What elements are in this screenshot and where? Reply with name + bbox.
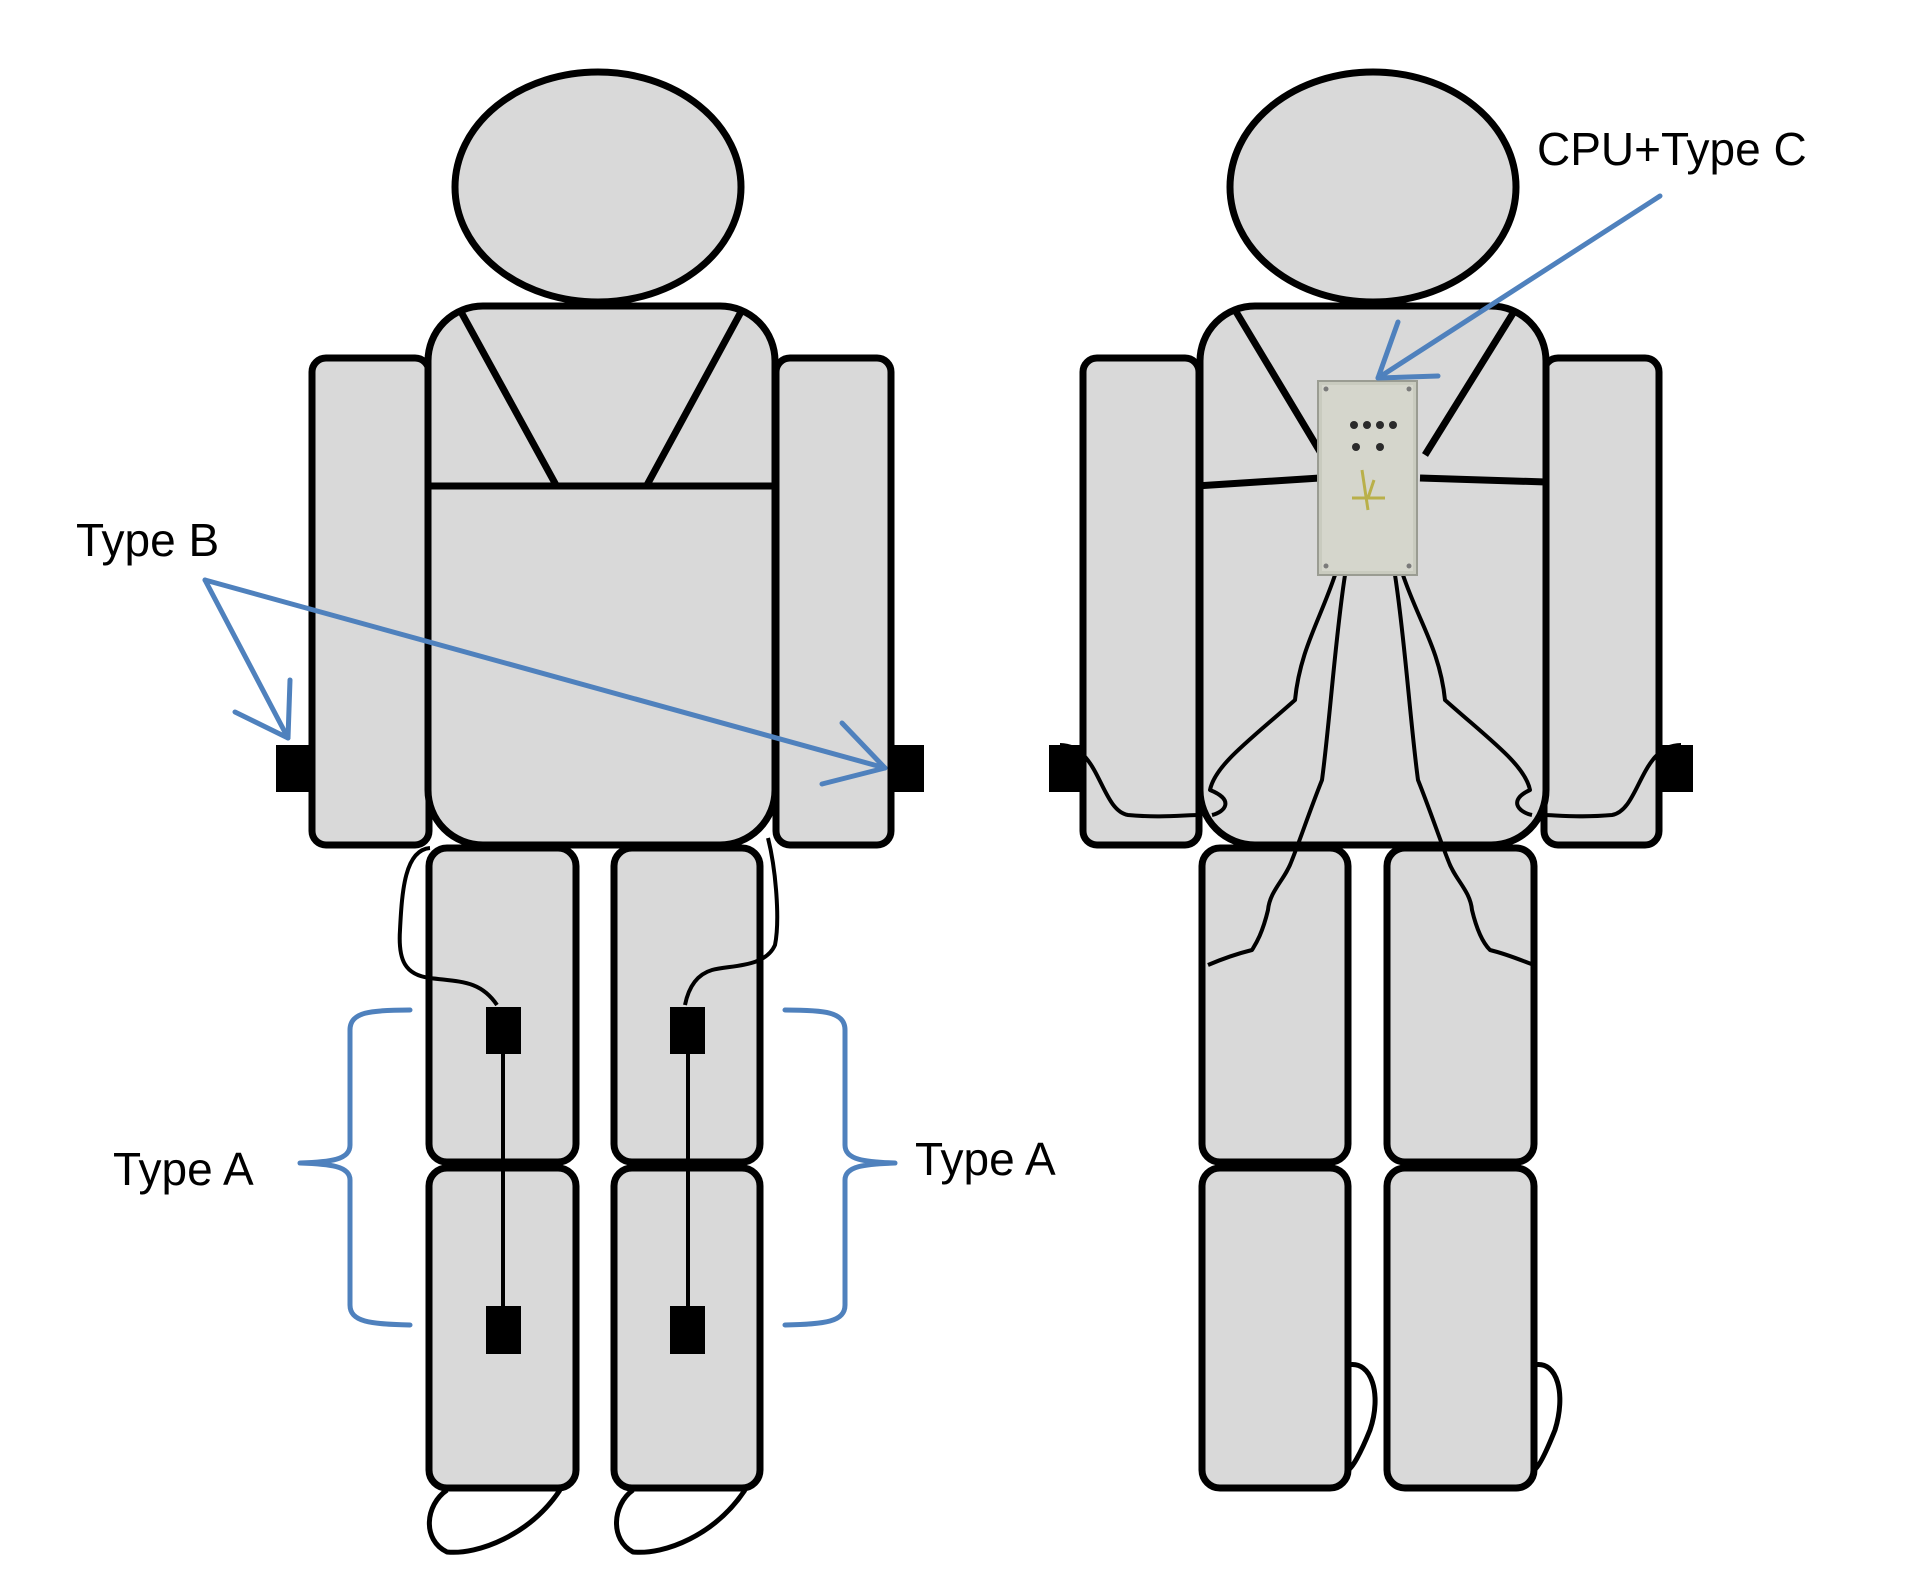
type-b-label: Type B xyxy=(76,514,219,566)
front-torso xyxy=(424,302,779,849)
type-a-sensor-right-thigh xyxy=(670,1007,705,1054)
back-left-shin xyxy=(1198,1164,1352,1492)
robot-back xyxy=(1059,68,1682,1492)
type-a-left-label: Type A xyxy=(113,1143,254,1195)
back-strap-right xyxy=(1422,308,1518,457)
cpu-type-c-label: CPU+Type C xyxy=(1537,123,1807,175)
front-sensors xyxy=(276,745,924,1354)
front-right-wire xyxy=(683,837,780,1006)
type-b-arrow-right xyxy=(202,577,888,768)
back-head xyxy=(1226,68,1520,306)
back-right-thigh xyxy=(1383,844,1538,1166)
back-left-heel xyxy=(1346,1362,1378,1473)
front-left-wire xyxy=(397,846,499,1007)
type-b-arrowhead-right xyxy=(819,720,888,787)
type-a-left-brace xyxy=(297,1007,413,1328)
type-a-right-label: Type A xyxy=(915,1133,1056,1185)
back-sensors xyxy=(1049,745,1693,792)
cpu-board xyxy=(1317,380,1418,576)
back-belt-right xyxy=(1419,474,1547,486)
front-left-arm xyxy=(308,354,433,849)
back-right-shin xyxy=(1383,1164,1538,1492)
cpu-board-leds xyxy=(1350,421,1397,451)
front-left-foot xyxy=(426,1487,563,1555)
back-belt-left xyxy=(1195,474,1321,490)
type-a-sensor-left-shin xyxy=(486,1306,521,1354)
type-b-arrowhead-left xyxy=(232,677,293,741)
back-left-arm xyxy=(1079,354,1203,849)
cpu-arrowhead xyxy=(1375,319,1441,381)
front-right-foot xyxy=(614,1487,748,1555)
back-right-arm xyxy=(1540,354,1663,849)
back-right-wrist-sensor xyxy=(1659,745,1693,792)
back-right-heel xyxy=(1532,1362,1563,1473)
type-b-sensor-left-wrist xyxy=(276,745,311,792)
back-left-thigh xyxy=(1198,844,1352,1166)
type-a-right-brace xyxy=(782,1007,898,1328)
back-left-wrist-sensor xyxy=(1049,745,1083,792)
front-head xyxy=(451,68,745,306)
front-strap-right xyxy=(643,308,746,487)
type-a-sensor-right-shin xyxy=(670,1306,705,1354)
type-b-sensor-right-wrist xyxy=(890,745,924,792)
cpu-board-trace xyxy=(1352,469,1385,511)
front-strap-left xyxy=(456,308,560,487)
back-wiring xyxy=(1059,574,1682,967)
robot-front xyxy=(308,68,895,1555)
type-b-arrow-left xyxy=(202,577,291,741)
cpu-arrow xyxy=(1375,193,1663,381)
type-a-sensor-left-thigh xyxy=(486,1007,521,1054)
back-strap-left xyxy=(1231,308,1326,457)
annotations xyxy=(202,193,1663,1328)
